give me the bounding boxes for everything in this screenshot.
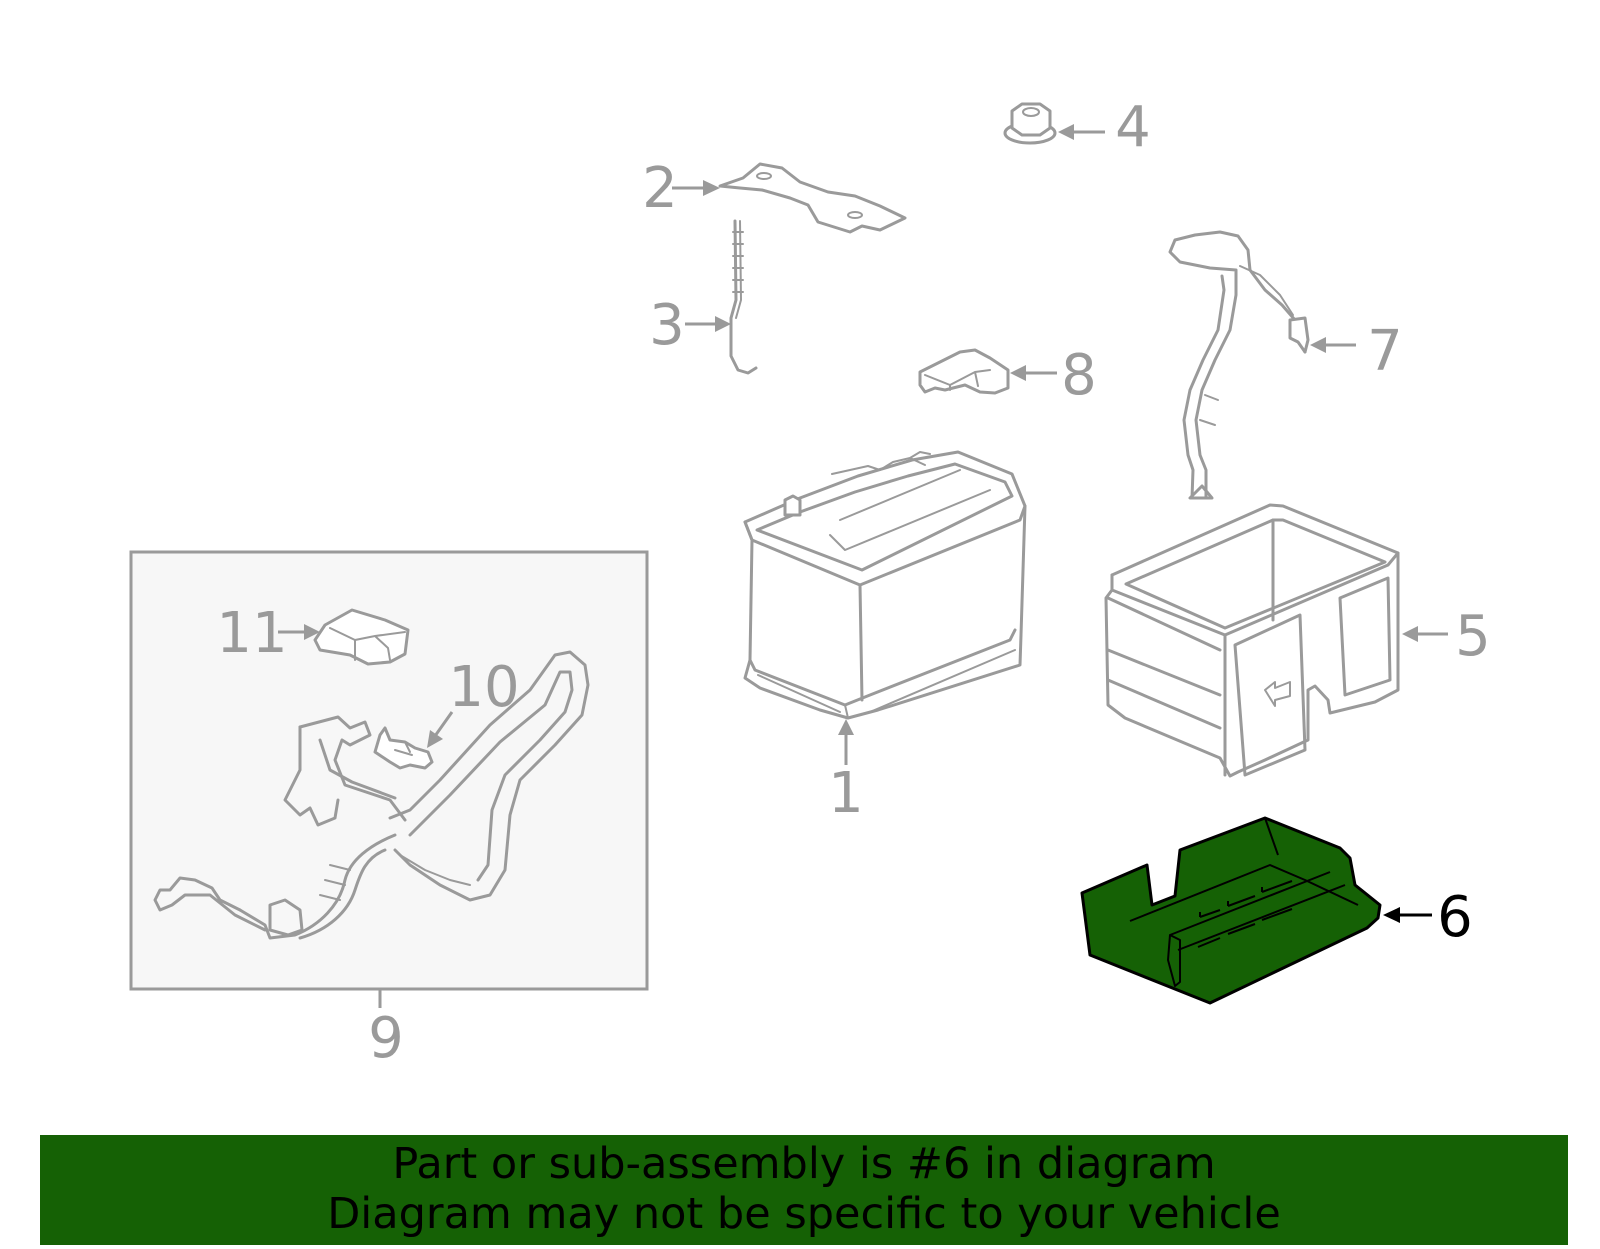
part-1-battery bbox=[743, 450, 1027, 720]
callout-11-label: 11 bbox=[216, 601, 287, 666]
part-4-flange-nut bbox=[1003, 102, 1057, 145]
banner-line-1: Part or sub-assembly is #6 in diagram bbox=[392, 1139, 1216, 1189]
callout-8-label: 8 bbox=[1061, 343, 1097, 408]
part-6-battery-tray bbox=[1080, 816, 1382, 1005]
callout-4: 4 bbox=[1058, 95, 1151, 160]
callout-1-label: 1 bbox=[828, 761, 864, 826]
callout-4-label: 4 bbox=[1115, 95, 1151, 160]
banner-line-2: Diagram may not be specific to your vehi… bbox=[327, 1189, 1281, 1239]
part-9-cable-harness bbox=[153, 650, 590, 940]
callout-3: 3 bbox=[649, 293, 731, 358]
callout-2: 2 bbox=[642, 156, 720, 221]
callout-10-label: 10 bbox=[448, 655, 519, 720]
callout-3-label: 3 bbox=[649, 293, 685, 358]
callout-11: 11 bbox=[216, 601, 320, 666]
part-11-terminal-cover bbox=[313, 608, 410, 666]
part-2-hold-down-bracket bbox=[718, 162, 907, 234]
part-7-battery-cable bbox=[1168, 230, 1310, 500]
callout-10: 10 bbox=[427, 655, 520, 748]
part-info-banner: Part or sub-assembly is #6 in diagram Di… bbox=[40, 1135, 1568, 1245]
callout-9-label: 9 bbox=[368, 1006, 404, 1071]
callout-5: 5 bbox=[1402, 604, 1491, 669]
part-3-j-bolt bbox=[729, 219, 758, 375]
subassembly-9-box bbox=[129, 550, 649, 991]
callout-6: 6 bbox=[1383, 885, 1473, 950]
callout-7-label: 7 bbox=[1367, 319, 1403, 384]
callout-8: 8 bbox=[1010, 343, 1097, 408]
callout-1: 1 bbox=[828, 719, 864, 826]
callout-7: 7 bbox=[1310, 319, 1403, 384]
callout-6-label: 6 bbox=[1437, 885, 1473, 950]
callout-9: 9 bbox=[368, 989, 404, 1071]
part-10-terminal bbox=[373, 726, 434, 770]
part-5-battery-box bbox=[1104, 503, 1400, 778]
part-8-terminal bbox=[918, 348, 1010, 395]
callout-2-label: 2 bbox=[642, 156, 678, 221]
callout-5-label: 5 bbox=[1455, 604, 1491, 669]
